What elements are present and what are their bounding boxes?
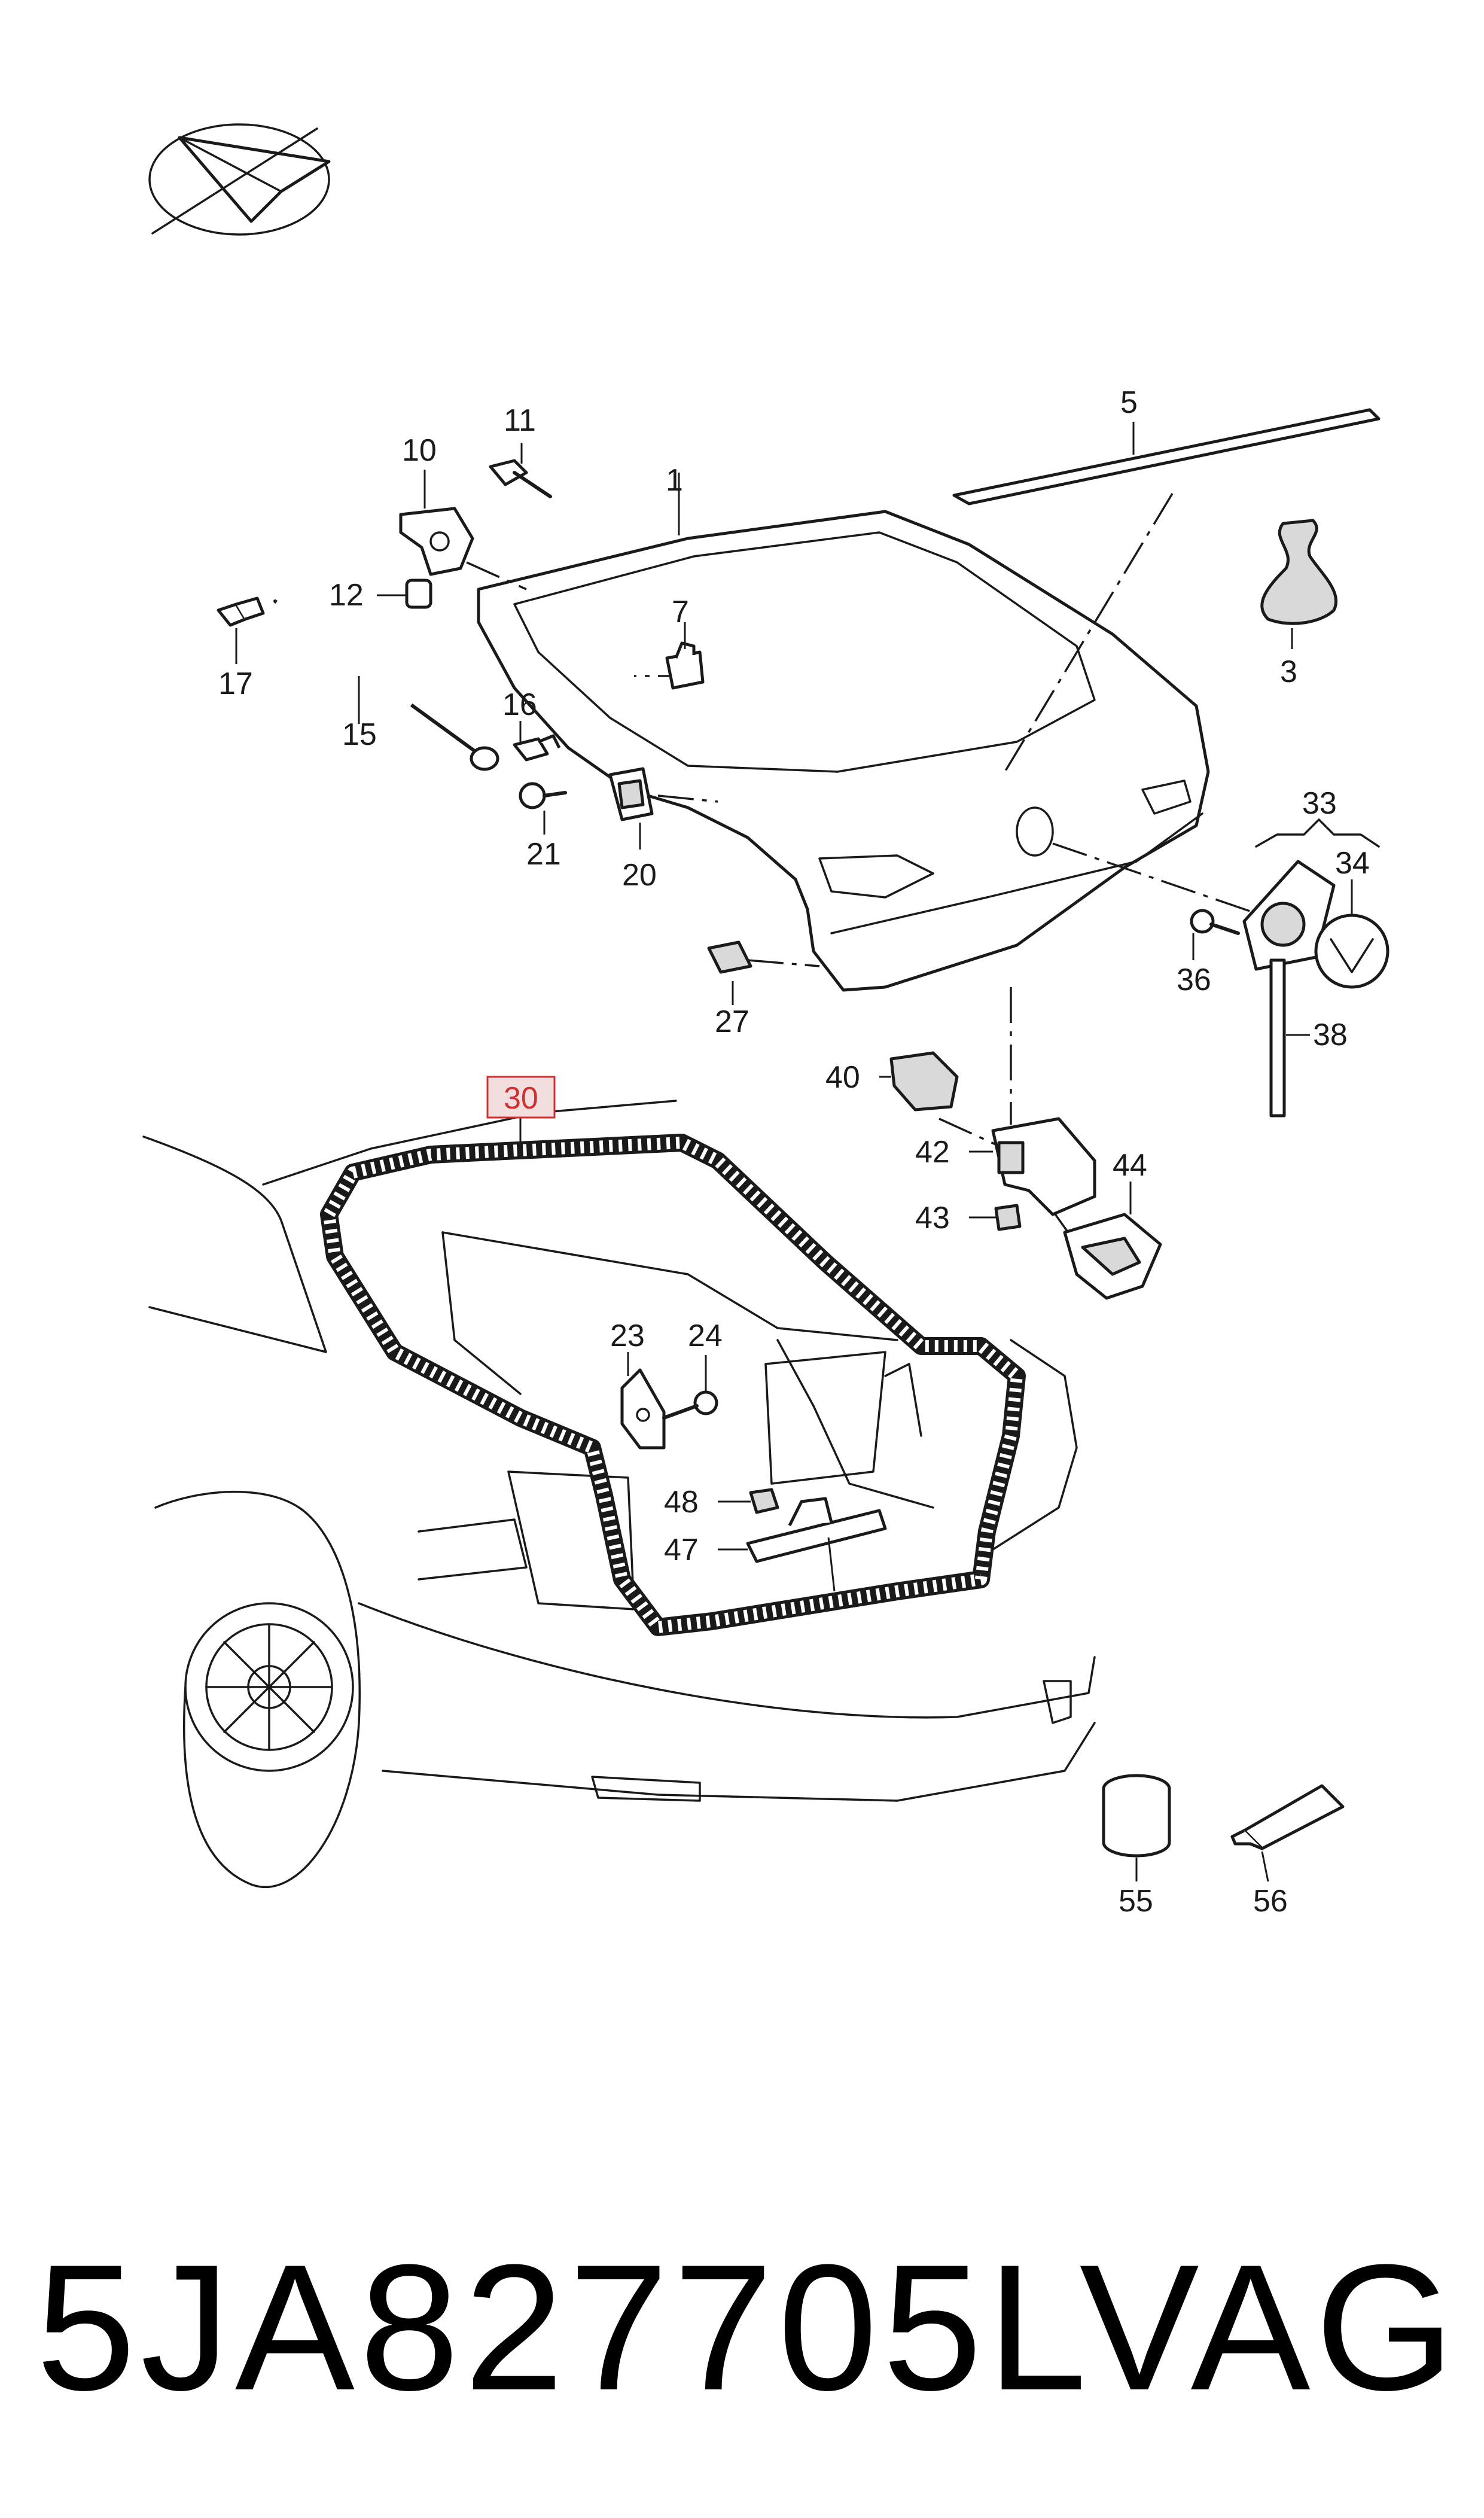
callout-56: 56 — [1253, 1884, 1288, 1919]
footer: 5JA827705L VAG — [36, 2225, 1459, 2429]
part-23-bracket — [620, 1352, 666, 1450]
part-56-tube — [1230, 1784, 1345, 1882]
part-40-switch — [879, 1051, 959, 1112]
part-15-gas-strut — [273, 599, 499, 771]
part-43-nut — [969, 1204, 1022, 1231]
callout-24: 24 — [688, 1319, 723, 1353]
part-12-bolt — [377, 578, 432, 609]
part-16-ball-stud — [513, 721, 561, 762]
callout-16: 16 — [502, 687, 537, 722]
part-48-nut — [718, 1488, 779, 1514]
part-17-ball-stud — [217, 596, 265, 664]
part-44-lock-cover — [1063, 1182, 1162, 1300]
callout-1: 1 — [666, 463, 683, 498]
part-42-lock — [969, 1117, 1096, 1216]
part-1-boot-lid — [477, 473, 1210, 992]
brand-label: VAG — [1079, 2227, 1459, 2428]
callout-11: 11 — [504, 403, 536, 438]
part-number: 5JA827705L — [36, 2227, 1092, 2428]
callout-12: 12 — [329, 578, 364, 613]
callout-23: 23 — [610, 1319, 645, 1353]
part-3-bag — [1260, 519, 1338, 649]
part-10-hinge — [399, 470, 474, 576]
callout-40: 40 — [825, 1060, 860, 1095]
callout-33: 33 — [1302, 786, 1337, 821]
arrow-in-ellipse-icon — [148, 123, 331, 236]
car-rear-view — [142, 1100, 1096, 1889]
part-5-trim-strip — [952, 408, 1381, 506]
callout-48: 48 — [664, 1485, 699, 1520]
part-36-bolt — [1190, 909, 1240, 960]
callout-5: 5 — [1120, 385, 1138, 420]
part-11-bolt — [489, 443, 552, 498]
callout-55: 55 — [1119, 1884, 1153, 1919]
part-21-bolt — [519, 782, 567, 835]
part-47-striker-plate — [718, 1497, 887, 1592]
callout-34: 34 — [1335, 846, 1370, 881]
callout-36: 36 — [1177, 963, 1211, 997]
part-24-bolt — [662, 1355, 718, 1420]
callout-44: 44 — [1113, 1148, 1147, 1183]
callout-21: 21 — [526, 837, 561, 872]
part-7-clip — [665, 622, 705, 690]
callout-20: 20 — [622, 858, 657, 893]
callout-43: 43 — [915, 1201, 950, 1235]
callout-10: 10 — [402, 433, 437, 468]
callout-42: 42 — [915, 1135, 950, 1170]
part-55-jar — [1102, 1774, 1171, 1881]
part-38-rod — [1269, 958, 1310, 1118]
callout-30: 30 — [504, 1081, 538, 1116]
part-30-seal — [320, 1076, 1026, 1636]
callout-15: 15 — [342, 717, 377, 752]
callout-47: 47 — [664, 1533, 699, 1567]
callout-7: 7 — [672, 595, 689, 629]
part-33-34-emblem-assembly — [1242, 818, 1389, 989]
callout-38: 38 — [1313, 1018, 1348, 1052]
callout-17: 17 — [218, 666, 253, 701]
callout-3: 3 — [1280, 654, 1297, 689]
callout-27: 27 — [715, 1004, 749, 1039]
part-20-buffer — [608, 767, 654, 850]
part-27-rubber-buffer — [707, 940, 752, 1005]
